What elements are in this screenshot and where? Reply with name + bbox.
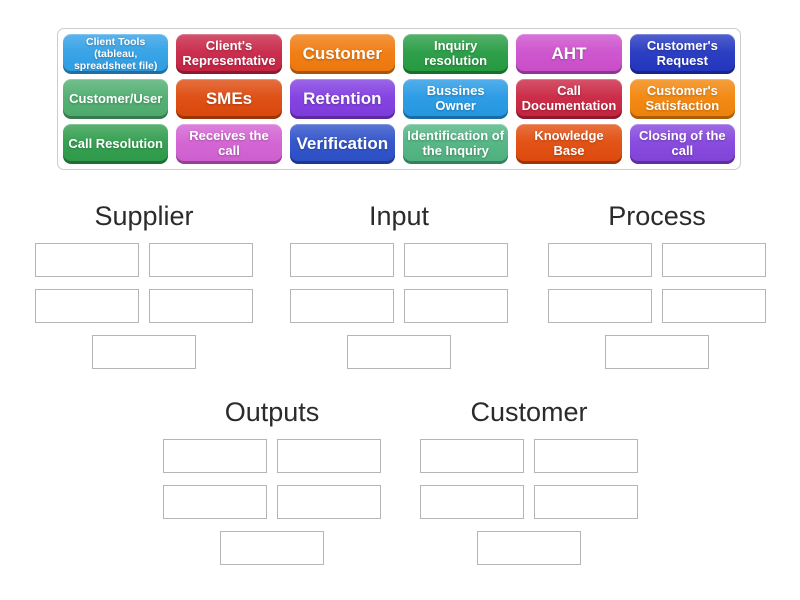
word-tile[interactable]: Customer/User [63, 79, 168, 119]
answer-slot[interactable] [548, 289, 652, 323]
answer-slot[interactable] [277, 439, 381, 473]
group-header-input: Input [368, 201, 430, 231]
word-tile[interactable]: Customer's Satisfaction [630, 79, 735, 119]
answer-slot[interactable] [290, 289, 394, 323]
group-slots-process [548, 243, 766, 369]
answer-slot[interactable] [35, 243, 139, 277]
answer-slot[interactable] [662, 243, 766, 277]
word-tile[interactable]: Identification of the Inquiry [403, 124, 508, 164]
group-process: Process [548, 197, 766, 369]
group-slots-customer [420, 439, 638, 565]
word-tile[interactable]: Inquiry resolution [403, 34, 508, 74]
word-tile[interactable]: Call Documentation [516, 79, 621, 119]
answer-slot[interactable] [662, 289, 766, 323]
word-tile[interactable]: SMEs [176, 79, 281, 119]
answer-slot[interactable] [290, 243, 394, 277]
group-header-outputs: Outputs [224, 397, 320, 427]
group-slots-input [290, 243, 508, 369]
word-tile[interactable]: Client Tools (tableau, spreadsheet file) [63, 34, 168, 74]
answer-slot[interactable] [534, 485, 638, 519]
answer-slot[interactable] [35, 289, 139, 323]
answer-slot[interactable] [347, 335, 451, 369]
answer-slot[interactable] [404, 289, 508, 323]
group-slots-supplier [35, 243, 253, 369]
answer-slot[interactable] [220, 531, 324, 565]
group-header-supplier: Supplier [94, 201, 194, 231]
word-tile[interactable]: Bussines Owner [403, 79, 508, 119]
group-header-process: Process [608, 201, 706, 231]
group-slots-outputs [163, 439, 381, 565]
word-tile[interactable]: Customer's Request [630, 34, 735, 74]
answer-slot[interactable] [534, 439, 638, 473]
word-tile[interactable]: Retention [290, 79, 395, 119]
answer-slot[interactable] [404, 243, 508, 277]
answer-slot[interactable] [163, 439, 267, 473]
word-tile[interactable]: Closing of the call [630, 124, 735, 164]
group-input: Input [290, 197, 508, 369]
answer-slot[interactable] [149, 243, 253, 277]
answer-slot[interactable] [605, 335, 709, 369]
word-tile[interactable]: Receives the call [176, 124, 281, 164]
answer-slot[interactable] [163, 485, 267, 519]
answer-slot[interactable] [548, 243, 652, 277]
word-tile[interactable]: AHT [516, 34, 621, 74]
word-tile[interactable]: Client's Representative [176, 34, 281, 74]
word-tile[interactable]: Verification [290, 124, 395, 164]
group-supplier: Supplier [35, 197, 253, 369]
word-tile[interactable]: Call Resolution [63, 124, 168, 164]
word-bank-tray: Client Tools (tableau, spreadsheet file)… [57, 28, 741, 170]
group-header-customer: Customer [470, 397, 588, 427]
word-tile[interactable]: Customer [290, 34, 395, 74]
answer-slot[interactable] [477, 531, 581, 565]
group-outputs: Outputs [163, 393, 381, 565]
group-customer: Customer [420, 393, 638, 565]
answer-slot[interactable] [92, 335, 196, 369]
answer-slot[interactable] [149, 289, 253, 323]
answer-slot[interactable] [277, 485, 381, 519]
word-tile[interactable]: Knowledge Base [516, 124, 621, 164]
answer-slot[interactable] [420, 439, 524, 473]
answer-slot[interactable] [420, 485, 524, 519]
